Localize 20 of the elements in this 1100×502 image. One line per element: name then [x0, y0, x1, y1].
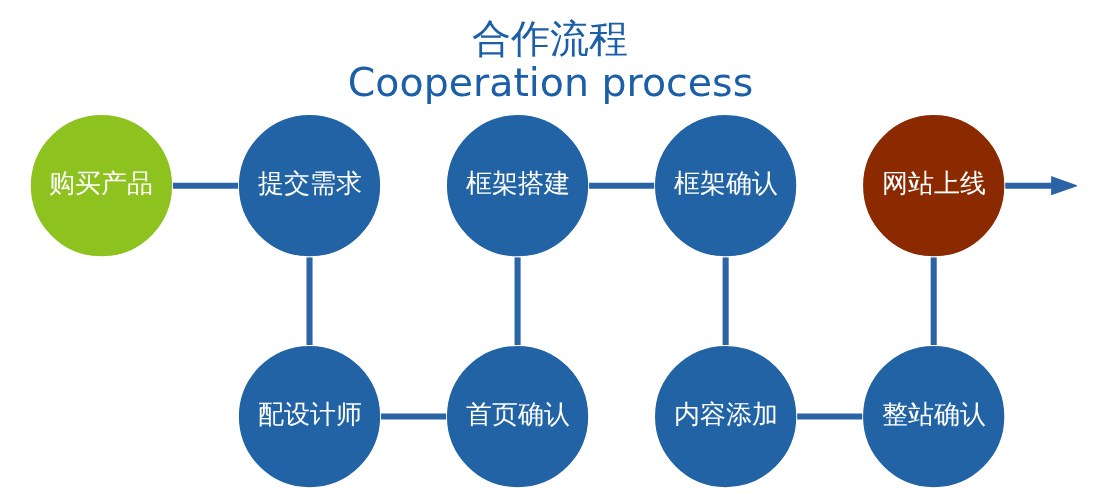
- connector: [514, 257, 521, 346]
- node-circle: 首页确认: [444, 344, 590, 489]
- node-circle: 提交需求: [236, 113, 382, 258]
- node-circle: 网站上线: [861, 113, 1006, 258]
- node-circle: 购买产品: [28, 113, 174, 258]
- connector: [305, 257, 313, 346]
- node-circle: 整站确认: [861, 344, 1006, 489]
- connector: [588, 182, 654, 189]
- connector: [722, 257, 729, 346]
- node-circle: 配设计师: [236, 344, 382, 489]
- connector: [380, 413, 446, 420]
- caption: Cooperation process: [347, 58, 753, 105]
- arrow: [1004, 176, 1077, 196]
- connector: [172, 182, 238, 189]
- diagram-title: 合作流程: [472, 14, 628, 61]
- node-circle: 框架确认: [653, 113, 798, 258]
- node-circle: 内容添加: [653, 344, 798, 489]
- connector: [930, 257, 937, 346]
- connector: [796, 413, 862, 420]
- node-circle: 框架搭建: [444, 113, 590, 258]
